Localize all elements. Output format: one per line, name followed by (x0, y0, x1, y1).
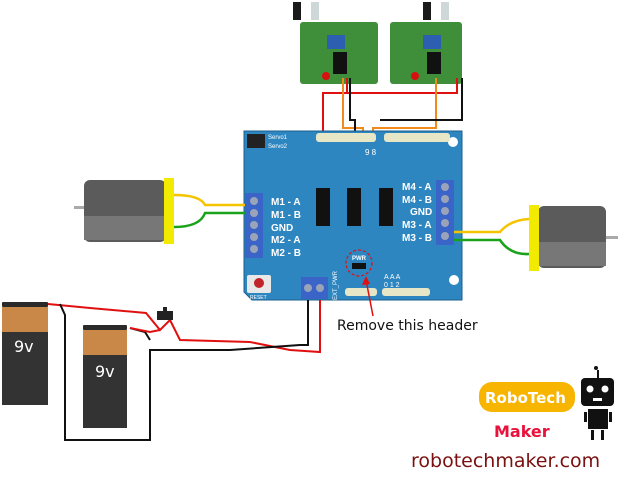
pin-9-8-label: 9 8 (365, 148, 377, 157)
servo1-label: Servo1 (268, 135, 288, 141)
terminal-gnd-right: GND (410, 207, 432, 218)
pwr-label: PWR (352, 256, 367, 262)
ext-pwr-terminal (301, 277, 328, 299)
brand-url: robotechmaker.com (411, 450, 600, 472)
terminal-m1-b: M1 - B (271, 210, 301, 221)
terminal-m1-a: M1 - A (271, 197, 301, 208)
terminal-gnd-left: GND (271, 223, 293, 234)
analog-bottom-label: 0 1 2 (384, 282, 400, 289)
ext-pwr-label: EXT_PWR (333, 270, 339, 300)
motor-left (74, 178, 245, 244)
robot-logo-icon (581, 366, 614, 440)
servo2-label: Servo2 (268, 144, 288, 150)
annotation-arrow (365, 279, 374, 317)
brand-maker: Maker (494, 422, 550, 441)
terminal-m4-a: M4 - A (402, 182, 432, 193)
robotech-pill (479, 382, 575, 412)
power-wires (47, 300, 321, 441)
terminal-m4-b: M4 - B (402, 195, 432, 206)
ir-sensor-left (293, 2, 378, 84)
remove-header-note: Remove this header (337, 318, 478, 334)
switch (157, 307, 173, 320)
motor-right (454, 205, 618, 271)
battery-1: 9v (2, 302, 48, 405)
branding: RoboTech Maker robotechmaker.com (411, 366, 614, 472)
battery-2: 9v (83, 325, 127, 428)
motor-shield: Servo1 Servo2 9 8 M1 - A M1 - B GND M2 -… (243, 130, 463, 301)
brand-robotech: RoboTech (485, 389, 566, 407)
terminal-m3-b: M3 - B (402, 233, 432, 244)
terminal-m2-b: M2 - B (271, 248, 301, 259)
battery-1-label: 9v (14, 337, 34, 356)
ir-sensor-right (390, 2, 462, 84)
terminal-m3-a: M3 - A (402, 220, 432, 231)
terminal-m2-a: M2 - A (271, 235, 301, 246)
analog-top-label: A A A (384, 274, 401, 281)
pwr-jumper-header (352, 263, 366, 269)
reset-button (254, 278, 264, 288)
reset-label: RESET (250, 295, 267, 301)
battery-2-label: 9v (95, 362, 115, 381)
